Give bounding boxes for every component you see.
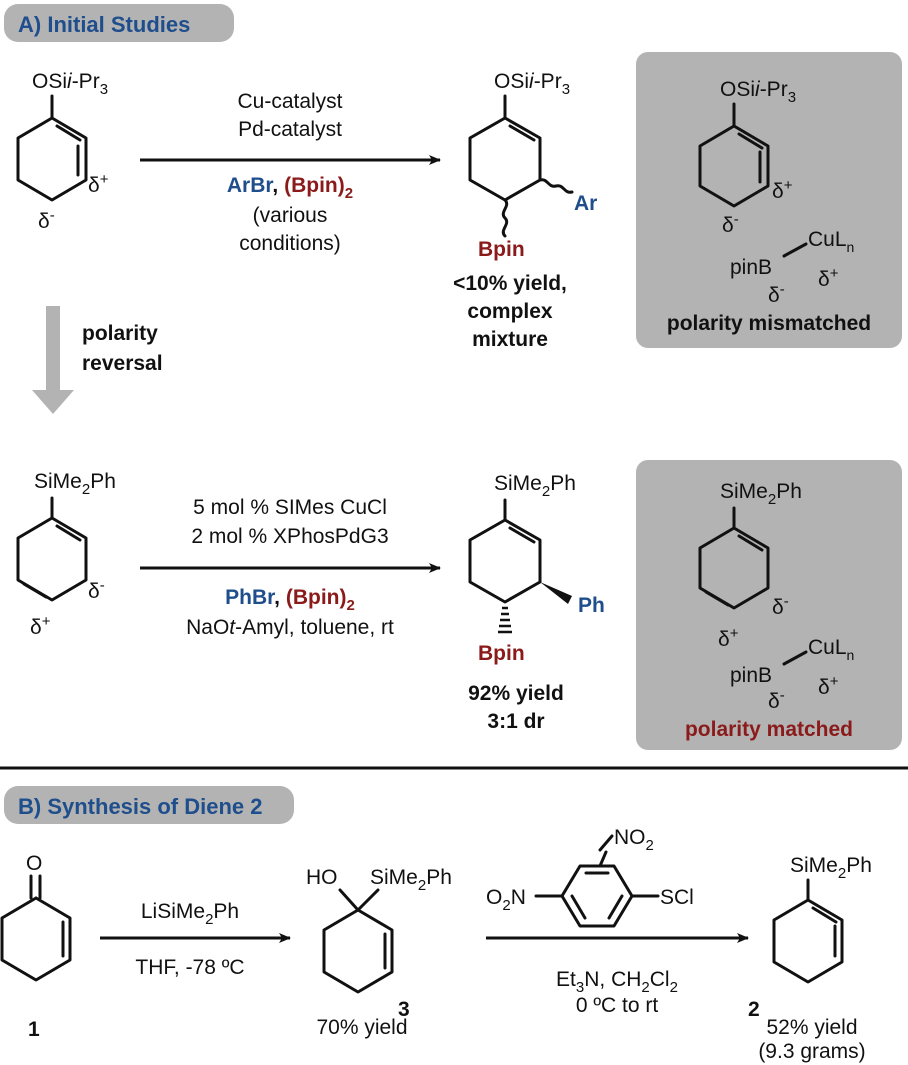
svg-text:SiMe2Ph: SiMe2Ph xyxy=(720,480,802,508)
start-diene-otips: OSii-Pr3 δ+ δ- xyxy=(16,70,109,233)
cond2-line2: 2 mol % XPhosPdG3 xyxy=(191,525,388,548)
cond1-line5: conditions) xyxy=(239,232,341,255)
reversal-line2: reversal xyxy=(82,352,163,375)
section-b-header-pill xyxy=(4,786,294,824)
wavy-bond-bpin xyxy=(501,198,509,238)
svg-text:δ-: δ- xyxy=(88,577,105,603)
ketone-oxygen: O xyxy=(26,852,42,875)
svg-text:OSii-Pr3: OSii-Pr3 xyxy=(720,78,796,106)
prod1-bpin: Bpin xyxy=(478,238,525,261)
mismatched-caption: polarity mismatched xyxy=(667,312,871,335)
int-yield: 70% yield xyxy=(316,1016,407,1039)
cond4-line2: 0 ºC to rt xyxy=(576,994,659,1017)
matched-pinb: pinB xyxy=(730,664,772,687)
mismatched-diagram: OSii-Pr3 δ+ δ- pinB CuLn δ+ δ- xyxy=(698,78,854,307)
polarity-reversal-arrow xyxy=(32,306,74,414)
intermediate-3: HO SiMe2Ph 3 70% yield xyxy=(306,866,452,1039)
hash-bond-bpin xyxy=(498,606,512,634)
compound-3-label: 3 xyxy=(398,998,410,1021)
svg-text:OSii-Pr3: OSii-Pr3 xyxy=(32,70,108,98)
cyclohexenone-1: O 1 xyxy=(0,852,72,1041)
matched-caption: polarity matched xyxy=(685,718,853,741)
compound-1-label: 1 xyxy=(28,1018,40,1041)
svg-text:SiMe2Ph: SiMe2Ph xyxy=(790,854,872,882)
otips-label: OSi xyxy=(32,70,67,93)
mismatched-culn: CuLn xyxy=(808,228,854,255)
product-yield1: 52% yield xyxy=(766,1016,857,1039)
reversal-line1: polarity xyxy=(82,322,158,345)
product-2: SiMe2Ph Ph Bpin 92% yield 3:1 dr xyxy=(468,472,605,733)
int-ho: HO xyxy=(306,866,338,889)
product-yield2: (9.3 grams) xyxy=(758,1040,865,1063)
section-b-title: B) Synthesis of Diene 2 xyxy=(18,794,263,819)
prod1-result1: <10% yield, xyxy=(453,272,567,295)
reagent-scl: SCl xyxy=(660,886,694,909)
cond1-reagents: ArBr, (Bpin)2 xyxy=(227,174,353,202)
svg-text:SiMe2Ph: SiMe2Ph xyxy=(370,866,452,894)
svg-text:SiMe2Ph: SiMe2Ph xyxy=(34,470,116,498)
cond1-line1: Cu-catalyst xyxy=(237,90,342,113)
prod1-result2: complex xyxy=(467,300,553,323)
diene-2: SiMe2Ph 2 52% yield (9.3 grams) xyxy=(748,854,872,1063)
cond3-line2: THF, -78 ºC xyxy=(135,956,244,979)
prod2-result1: 92% yield xyxy=(468,682,564,705)
delta-plus-1: δ+ xyxy=(88,171,109,197)
prod1-ar: Ar xyxy=(574,192,597,215)
cond1-line2: Pd-catalyst xyxy=(238,118,342,141)
svg-text:O2N: O2N xyxy=(486,886,526,914)
compound-2-label: 2 xyxy=(748,998,760,1021)
cond2-reagents: PhBr, (Bpin)2 xyxy=(225,586,355,614)
start-diene-silyl: SiMe2Ph δ- δ+ xyxy=(16,470,116,639)
delta-minus-1: δ- xyxy=(38,207,55,233)
cond1-line4: (various xyxy=(253,204,328,227)
svg-text:SiMe2Ph: SiMe2Ph xyxy=(494,472,576,500)
prod1-result3: mixture xyxy=(472,328,548,351)
prod2-result2: 3:1 dr xyxy=(487,710,544,733)
mismatched-pinb: pinB xyxy=(730,256,772,279)
cond2-line4: NaOt-Amyl, toluene, rt xyxy=(186,616,394,639)
prod2-bpin: Bpin xyxy=(478,642,525,665)
svg-text:OSii-Pr3: OSii-Pr3 xyxy=(494,70,570,98)
mismatched-box xyxy=(636,52,902,348)
product-1: OSii-Pr3 Ar Bpin <10% yield, complex mix… xyxy=(453,70,597,351)
wedge-bond-ph xyxy=(540,582,572,604)
cond3-line1: LiSiMe2Ph xyxy=(141,900,239,928)
cond4-line1: Et3N, CH2Cl2 xyxy=(556,968,678,996)
cond2-line1: 5 mol % SIMes CuCl xyxy=(193,496,387,519)
section-a-title: A) Initial Studies xyxy=(18,12,190,37)
dinitrophenylsulfenyl-chloride: NO2 O2N SCl xyxy=(486,826,694,928)
wavy-bond-ar xyxy=(538,178,574,194)
svg-text:NO2: NO2 xyxy=(614,826,654,854)
prod2-ph: Ph xyxy=(578,594,605,617)
matched-box xyxy=(636,460,902,750)
svg-text:δ+: δ+ xyxy=(30,613,51,639)
matched-culn: CuLn xyxy=(808,636,854,663)
section-a-header-pill xyxy=(4,4,234,42)
